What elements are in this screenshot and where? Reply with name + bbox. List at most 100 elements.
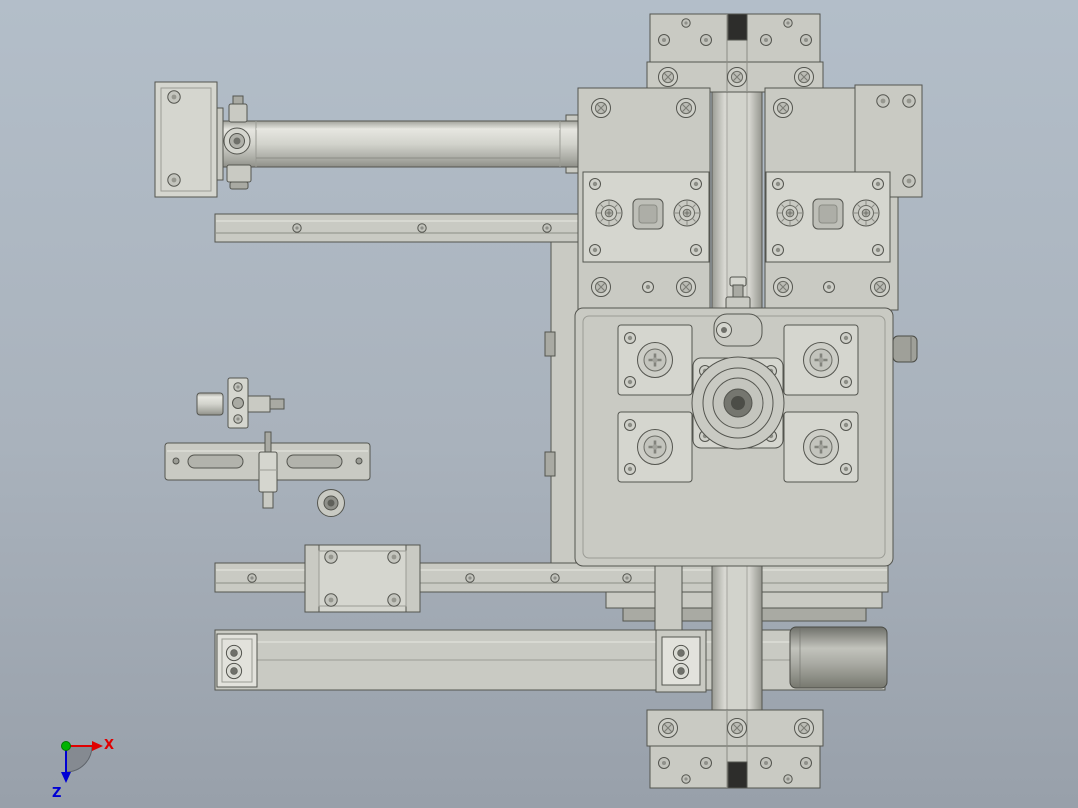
small-screw-icon bbox=[772, 244, 784, 256]
stopper-bore bbox=[232, 397, 244, 409]
pneumatic-cylinder[interactable] bbox=[206, 95, 593, 190]
swivel-bracket[interactable] bbox=[713, 313, 763, 347]
small-screw-icon bbox=[840, 419, 852, 431]
bolt-hole-icon bbox=[233, 414, 243, 424]
flange-ring bbox=[702, 367, 774, 439]
bottom-roller[interactable] bbox=[789, 626, 888, 689]
small-screw-icon bbox=[840, 376, 852, 388]
slot-hole bbox=[187, 454, 244, 469]
bolt-hole-icon bbox=[700, 34, 712, 46]
knurled-fitting-icon bbox=[776, 199, 804, 227]
socket-screw-icon bbox=[590, 276, 612, 298]
bolt-icon bbox=[672, 644, 690, 662]
right-stub-pin[interactable] bbox=[892, 335, 918, 363]
bolt-icon bbox=[672, 662, 690, 680]
lower-port-tip bbox=[229, 181, 249, 190]
small-screw-icon bbox=[823, 281, 835, 293]
bolt-hole-icon bbox=[387, 593, 401, 607]
rail-hole-icon bbox=[292, 223, 302, 233]
socket-screw-icon bbox=[657, 66, 679, 88]
link-body bbox=[654, 562, 683, 634]
rail-hole-icon bbox=[465, 573, 475, 583]
x-axis-label: X bbox=[104, 738, 114, 753]
knurled-fitting-icon bbox=[852, 199, 880, 227]
bolt-hole-icon bbox=[760, 757, 772, 769]
bolt-hole-icon bbox=[902, 94, 916, 108]
clamp-screw-icon bbox=[802, 341, 840, 379]
origin-dot-icon bbox=[61, 741, 71, 751]
small-screw-icon bbox=[872, 244, 884, 256]
bracket-body bbox=[713, 313, 763, 347]
cylinder-tube bbox=[222, 120, 591, 168]
clamp-screw-icon bbox=[636, 341, 674, 379]
bolt-hole-icon bbox=[167, 173, 181, 187]
bottom-bar[interactable] bbox=[214, 629, 886, 693]
bolt-hole-icon bbox=[876, 94, 890, 108]
bolt-hole-icon bbox=[658, 757, 670, 769]
center-support-link[interactable] bbox=[654, 562, 683, 634]
rail-hole-icon bbox=[622, 573, 632, 583]
socket-screw-icon bbox=[772, 97, 794, 119]
bolt-hole-icon bbox=[902, 174, 916, 188]
guide-carriage[interactable] bbox=[304, 544, 421, 613]
knurled-fitting-icon bbox=[595, 199, 623, 227]
bottom-mount-plates[interactable] bbox=[646, 709, 824, 789]
clamp-block-bottom-left[interactable] bbox=[617, 411, 693, 483]
washer-ring[interactable] bbox=[317, 489, 345, 517]
bolt-hole-icon bbox=[800, 34, 812, 46]
side-support-plate[interactable] bbox=[544, 221, 579, 567]
upper-linear-rail[interactable] bbox=[214, 213, 596, 243]
orientation-triad: X Z bbox=[52, 738, 114, 801]
bolt-hole-icon bbox=[800, 757, 812, 769]
knurled-fitting-icon bbox=[673, 199, 701, 227]
bolt-hole-icon bbox=[783, 18, 793, 28]
socket-screw-icon bbox=[793, 66, 815, 88]
carriage-end-cap bbox=[405, 544, 421, 613]
stopper-shaft bbox=[247, 395, 271, 413]
socket-screw-icon bbox=[793, 717, 815, 739]
bolt-hole bbox=[172, 457, 180, 465]
socket-screw-icon bbox=[726, 717, 748, 739]
top-mount-plates[interactable] bbox=[646, 13, 824, 93]
bolt-hole bbox=[355, 457, 363, 465]
left-fitting-block[interactable] bbox=[582, 171, 710, 263]
clamp-screw-icon bbox=[802, 428, 840, 466]
pin-body bbox=[258, 451, 278, 493]
stopper-tip bbox=[269, 398, 285, 410]
stub-body bbox=[892, 335, 918, 363]
pin-stem bbox=[264, 431, 272, 455]
small-screw-icon bbox=[624, 376, 636, 388]
small-screw-icon bbox=[624, 419, 636, 431]
socket-screw-icon bbox=[675, 97, 697, 119]
bolt-hole-icon bbox=[681, 18, 691, 28]
bolt-hole-icon bbox=[760, 34, 772, 46]
rail-hole-icon bbox=[542, 223, 552, 233]
right-fitting-block[interactable] bbox=[765, 171, 891, 263]
bolt-hole-icon bbox=[700, 757, 712, 769]
z-axis-arrowhead-icon bbox=[61, 772, 71, 783]
clamp-block-top-right[interactable] bbox=[783, 324, 859, 396]
small-screw-icon bbox=[624, 463, 636, 475]
bolt-hole-icon bbox=[324, 593, 338, 607]
clamp-pin[interactable] bbox=[258, 431, 278, 509]
small-screw-icon bbox=[840, 463, 852, 475]
bolt-hole-icon bbox=[681, 774, 691, 784]
carriage-end-cap bbox=[304, 544, 320, 613]
clamp-screw-icon bbox=[636, 428, 674, 466]
center-flange[interactable] bbox=[691, 356, 785, 450]
x-axis-arrowhead-icon bbox=[92, 741, 103, 751]
clamp-block-bottom-right[interactable] bbox=[783, 411, 859, 483]
head-boss-bore bbox=[233, 137, 241, 145]
bolt-hole-icon bbox=[658, 34, 670, 46]
fitting-stem bbox=[732, 284, 744, 299]
stopper-screw-assembly[interactable] bbox=[196, 377, 285, 429]
cylinder-mount-plate[interactable] bbox=[154, 81, 218, 198]
carriage-inset bbox=[318, 550, 407, 607]
clamp-block-top-left[interactable] bbox=[617, 324, 693, 396]
bolt-hole-icon bbox=[387, 550, 401, 564]
support-tab bbox=[544, 451, 556, 477]
stopper-cylinder bbox=[196, 392, 224, 416]
socket-screw-icon bbox=[726, 66, 748, 88]
